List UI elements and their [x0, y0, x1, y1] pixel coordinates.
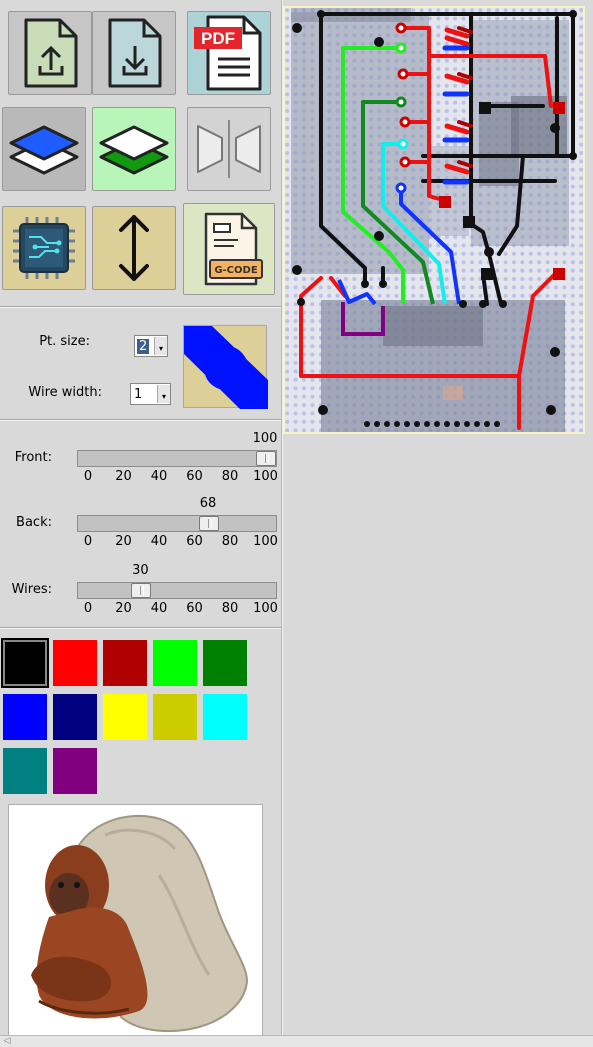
mirror-icon: [197, 120, 261, 178]
slider-track[interactable]: [77, 450, 277, 467]
tick-label: 80: [221, 469, 239, 484]
vertical-arrow-icon: [119, 215, 149, 281]
separator: [0, 419, 281, 421]
color-swatch[interactable]: [103, 640, 147, 686]
separator: [0, 627, 281, 629]
tick-label: 100: [253, 469, 278, 484]
chevron-down-icon[interactable]: ▾: [154, 337, 167, 355]
pdf-export-button[interactable]: PDF: [187, 11, 271, 95]
pt-size-value: 2: [137, 338, 150, 354]
back-layer-button[interactable]: [92, 107, 176, 191]
wire-width-spinbox[interactable]: 1 ▾: [130, 383, 171, 405]
tick-label: 60: [186, 601, 203, 616]
tick-label: 100: [253, 601, 278, 616]
tick-label: 80: [221, 601, 239, 616]
tick-label: 60: [186, 469, 203, 484]
color-swatch[interactable]: [203, 694, 247, 740]
color-swatch[interactable]: [53, 694, 97, 740]
chevron-down-icon[interactable]: ▾: [157, 385, 170, 403]
file-download-icon: [108, 18, 162, 88]
pdf-badge: PDF: [201, 29, 235, 48]
gcode-file-icon: G-CODE: [204, 212, 263, 286]
tick-label: 0: [83, 469, 93, 484]
color-swatch[interactable]: [3, 694, 47, 740]
tick-label: 20: [115, 534, 132, 549]
color-swatch[interactable]: [53, 640, 97, 686]
pcb-canvas[interactable]: [283, 6, 585, 434]
scroll-left-icon[interactable]: ◁: [3, 1036, 11, 1046]
pt-size-spinbox[interactable]: 2 ▾: [134, 335, 168, 357]
horizontal-scrollbar[interactable]: ◁: [0, 1035, 593, 1047]
mascot-frame: [8, 804, 263, 1036]
panel-divider[interactable]: [281, 0, 283, 1035]
slider-value: 68: [199, 496, 217, 511]
slider-ticks: 0 20 40 60 80 100: [77, 534, 278, 550]
tick-label: 80: [221, 534, 239, 549]
file-upload-icon: [24, 18, 78, 88]
slider-label: Back:: [16, 515, 52, 530]
slider-track[interactable]: [77, 582, 277, 599]
flip-button[interactable]: [92, 206, 176, 290]
layer-blue-icon: [9, 125, 79, 175]
tick-label: 20: [115, 469, 132, 484]
orangutan-mascot: [31, 814, 249, 1033]
slider-thumb[interactable]: [199, 516, 220, 531]
pdf-icon: PDF: [194, 15, 262, 91]
slider-label: Front:: [14, 450, 52, 465]
tick-label: 100: [253, 534, 278, 549]
slider-thumb[interactable]: [256, 451, 276, 466]
wire-preview-button[interactable]: [183, 325, 268, 409]
front-layer-button[interactable]: [2, 107, 86, 191]
mirror-button[interactable]: [187, 107, 271, 191]
color-swatch[interactable]: [3, 748, 47, 794]
color-swatch[interactable]: [53, 748, 97, 794]
tick-label: 0: [83, 601, 93, 616]
gcode-button[interactable]: G-CODE: [183, 203, 275, 295]
slider-track[interactable]: [77, 515, 277, 532]
tick-label: 40: [150, 534, 168, 549]
slider-thumb[interactable]: [131, 583, 152, 598]
tick-label: 0: [83, 534, 93, 549]
left-panel: PDF: [0, 0, 281, 1036]
tick-label: 60: [186, 534, 203, 549]
pcb-layout-canvas: [285, 8, 583, 432]
gcode-badge: G-CODE: [214, 265, 257, 276]
slider-value: 100: [252, 431, 278, 446]
slider-label: Wires:: [11, 582, 52, 597]
tick-label: 40: [150, 601, 168, 616]
tick-label: 40: [150, 469, 168, 484]
chip-button[interactable]: [2, 206, 86, 290]
import-button[interactable]: [8, 11, 92, 95]
color-swatch[interactable]: [153, 640, 197, 686]
color-swatch[interactable]: [103, 694, 147, 740]
color-swatch[interactable]: [153, 694, 197, 740]
export-button[interactable]: [92, 11, 176, 95]
tick-label: 20: [115, 601, 132, 616]
color-swatch[interactable]: [203, 640, 247, 686]
slider-value: 30: [132, 563, 149, 578]
wire-width-label: Wire width:: [28, 385, 102, 400]
slider-ticks: 0 20 40 60 80 100: [77, 469, 278, 485]
pt-size-label: Pt. size:: [39, 334, 90, 349]
chip-icon: [13, 217, 75, 279]
separator: [0, 306, 281, 308]
wire-width-value: 1: [134, 386, 143, 402]
color-swatch[interactable]: [1, 638, 49, 688]
layer-green-icon: [99, 125, 169, 175]
slider-ticks: 0 20 40 60 80 100: [77, 601, 278, 617]
wire-preview-icon: [184, 326, 268, 409]
